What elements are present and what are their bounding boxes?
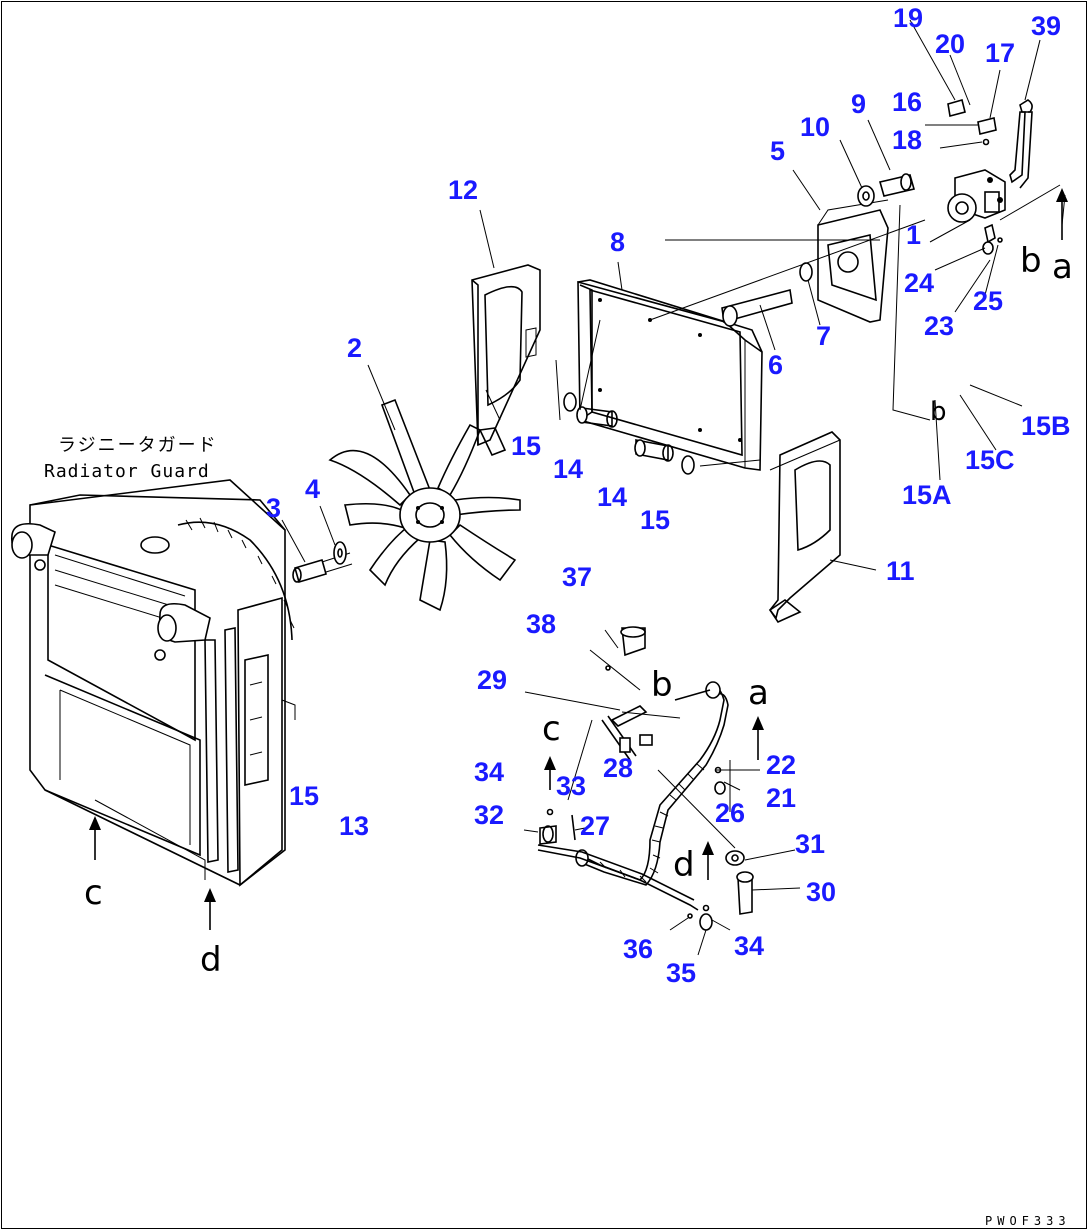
part-number-11[interactable]: 11 [886,556,915,586]
shroud-bracket-left [471,264,541,457]
ref-letter-d: d [200,940,222,980]
ref-letter-c: c [84,873,103,913]
drawing-code: PWOF333 [985,1214,1071,1228]
part-number-34[interactable]: 34 [474,757,505,787]
part-number-38[interactable]: 38 [526,609,557,639]
part-number-24[interactable]: 24 [904,268,935,298]
part-number-9[interactable]: 9 [851,89,867,119]
part-number-14[interactable]: 14 [553,454,584,484]
part-number-5[interactable]: 5 [770,136,786,166]
part-number-8[interactable]: 8 [610,227,626,257]
frame-bolts [563,392,695,475]
ref-letter-a: a [1052,247,1073,287]
fan-bolt-and-washer [292,541,353,583]
shroud-bracket-right [768,431,841,624]
part-number-15[interactable]: 15 [289,781,320,811]
part-number-14[interactable]: 14 [597,482,628,512]
part-number-4[interactable]: 4 [305,474,321,504]
part-number-30[interactable]: 30 [806,877,837,907]
arrows [89,188,1068,930]
part-number-16[interactable]: 16 [892,87,923,117]
part-number-27[interactable]: 27 [580,811,611,841]
part-number-18[interactable]: 18 [892,125,923,155]
ref-letter-d: d [673,845,695,885]
leader-lines [281,19,1066,956]
part-number-12[interactable]: 12 [448,175,479,205]
part-number-28[interactable]: 28 [603,753,634,783]
part-number-39[interactable]: 39 [1031,11,1062,41]
part-number-7[interactable]: 7 [816,321,832,351]
part-number-15[interactable]: 15 [511,431,542,461]
part-number-10[interactable]: 10 [800,112,831,142]
part-number-23[interactable]: 23 [924,311,955,341]
ref-letter-a: a [748,673,769,713]
radiator-guard-label-en: Radiator Guard [44,461,210,482]
ref-letter-c: c [542,709,561,749]
ref-letter-b: b [930,397,947,427]
part-number-13[interactable]: 13 [339,811,370,841]
radiator-guard-label-jp: ラジニータガード [58,435,218,456]
lower-tubes [537,626,754,931]
part-number-15[interactable]: 15 [640,505,671,535]
part-number-19[interactable]: 19 [893,3,924,33]
part-number-29[interactable]: 29 [477,665,508,695]
part-number-20[interactable]: 20 [935,29,966,59]
part-number-15B[interactable]: 15B [1021,411,1071,441]
part-number-25[interactable]: 25 [973,286,1004,316]
ref-letter-b: b [1020,241,1042,281]
fan [328,398,521,612]
valve-assembly [947,169,1006,255]
part-number-34[interactable]: 34 [734,931,765,961]
part-number-36[interactable]: 36 [623,934,654,964]
part-number-37[interactable]: 37 [562,562,593,592]
part-number-35[interactable]: 35 [666,958,697,988]
part-number-32[interactable]: 32 [474,800,505,830]
part-number-1[interactable]: 1 [906,220,922,250]
part-number-3[interactable]: 3 [266,493,282,523]
part-number-6[interactable]: 6 [768,350,784,380]
part-number-21[interactable]: 21 [766,783,797,813]
mount-bracket [721,173,916,327]
part-number-26[interactable]: 26 [715,798,746,828]
part-number-33[interactable]: 33 [556,771,587,801]
part-number-17[interactable]: 17 [985,38,1016,68]
radiator-assembly [10,479,296,887]
part-number-22[interactable]: 22 [766,750,797,780]
part-number-15C[interactable]: 15C [965,445,1015,475]
part-number-31[interactable]: 31 [795,829,826,859]
part-number-15A[interactable]: 15A [902,480,952,510]
hose-fittings-upper [947,99,1033,189]
radiator-frame [577,279,763,471]
part-number-2[interactable]: 2 [347,333,363,363]
ref-letter-b: b [651,665,673,705]
